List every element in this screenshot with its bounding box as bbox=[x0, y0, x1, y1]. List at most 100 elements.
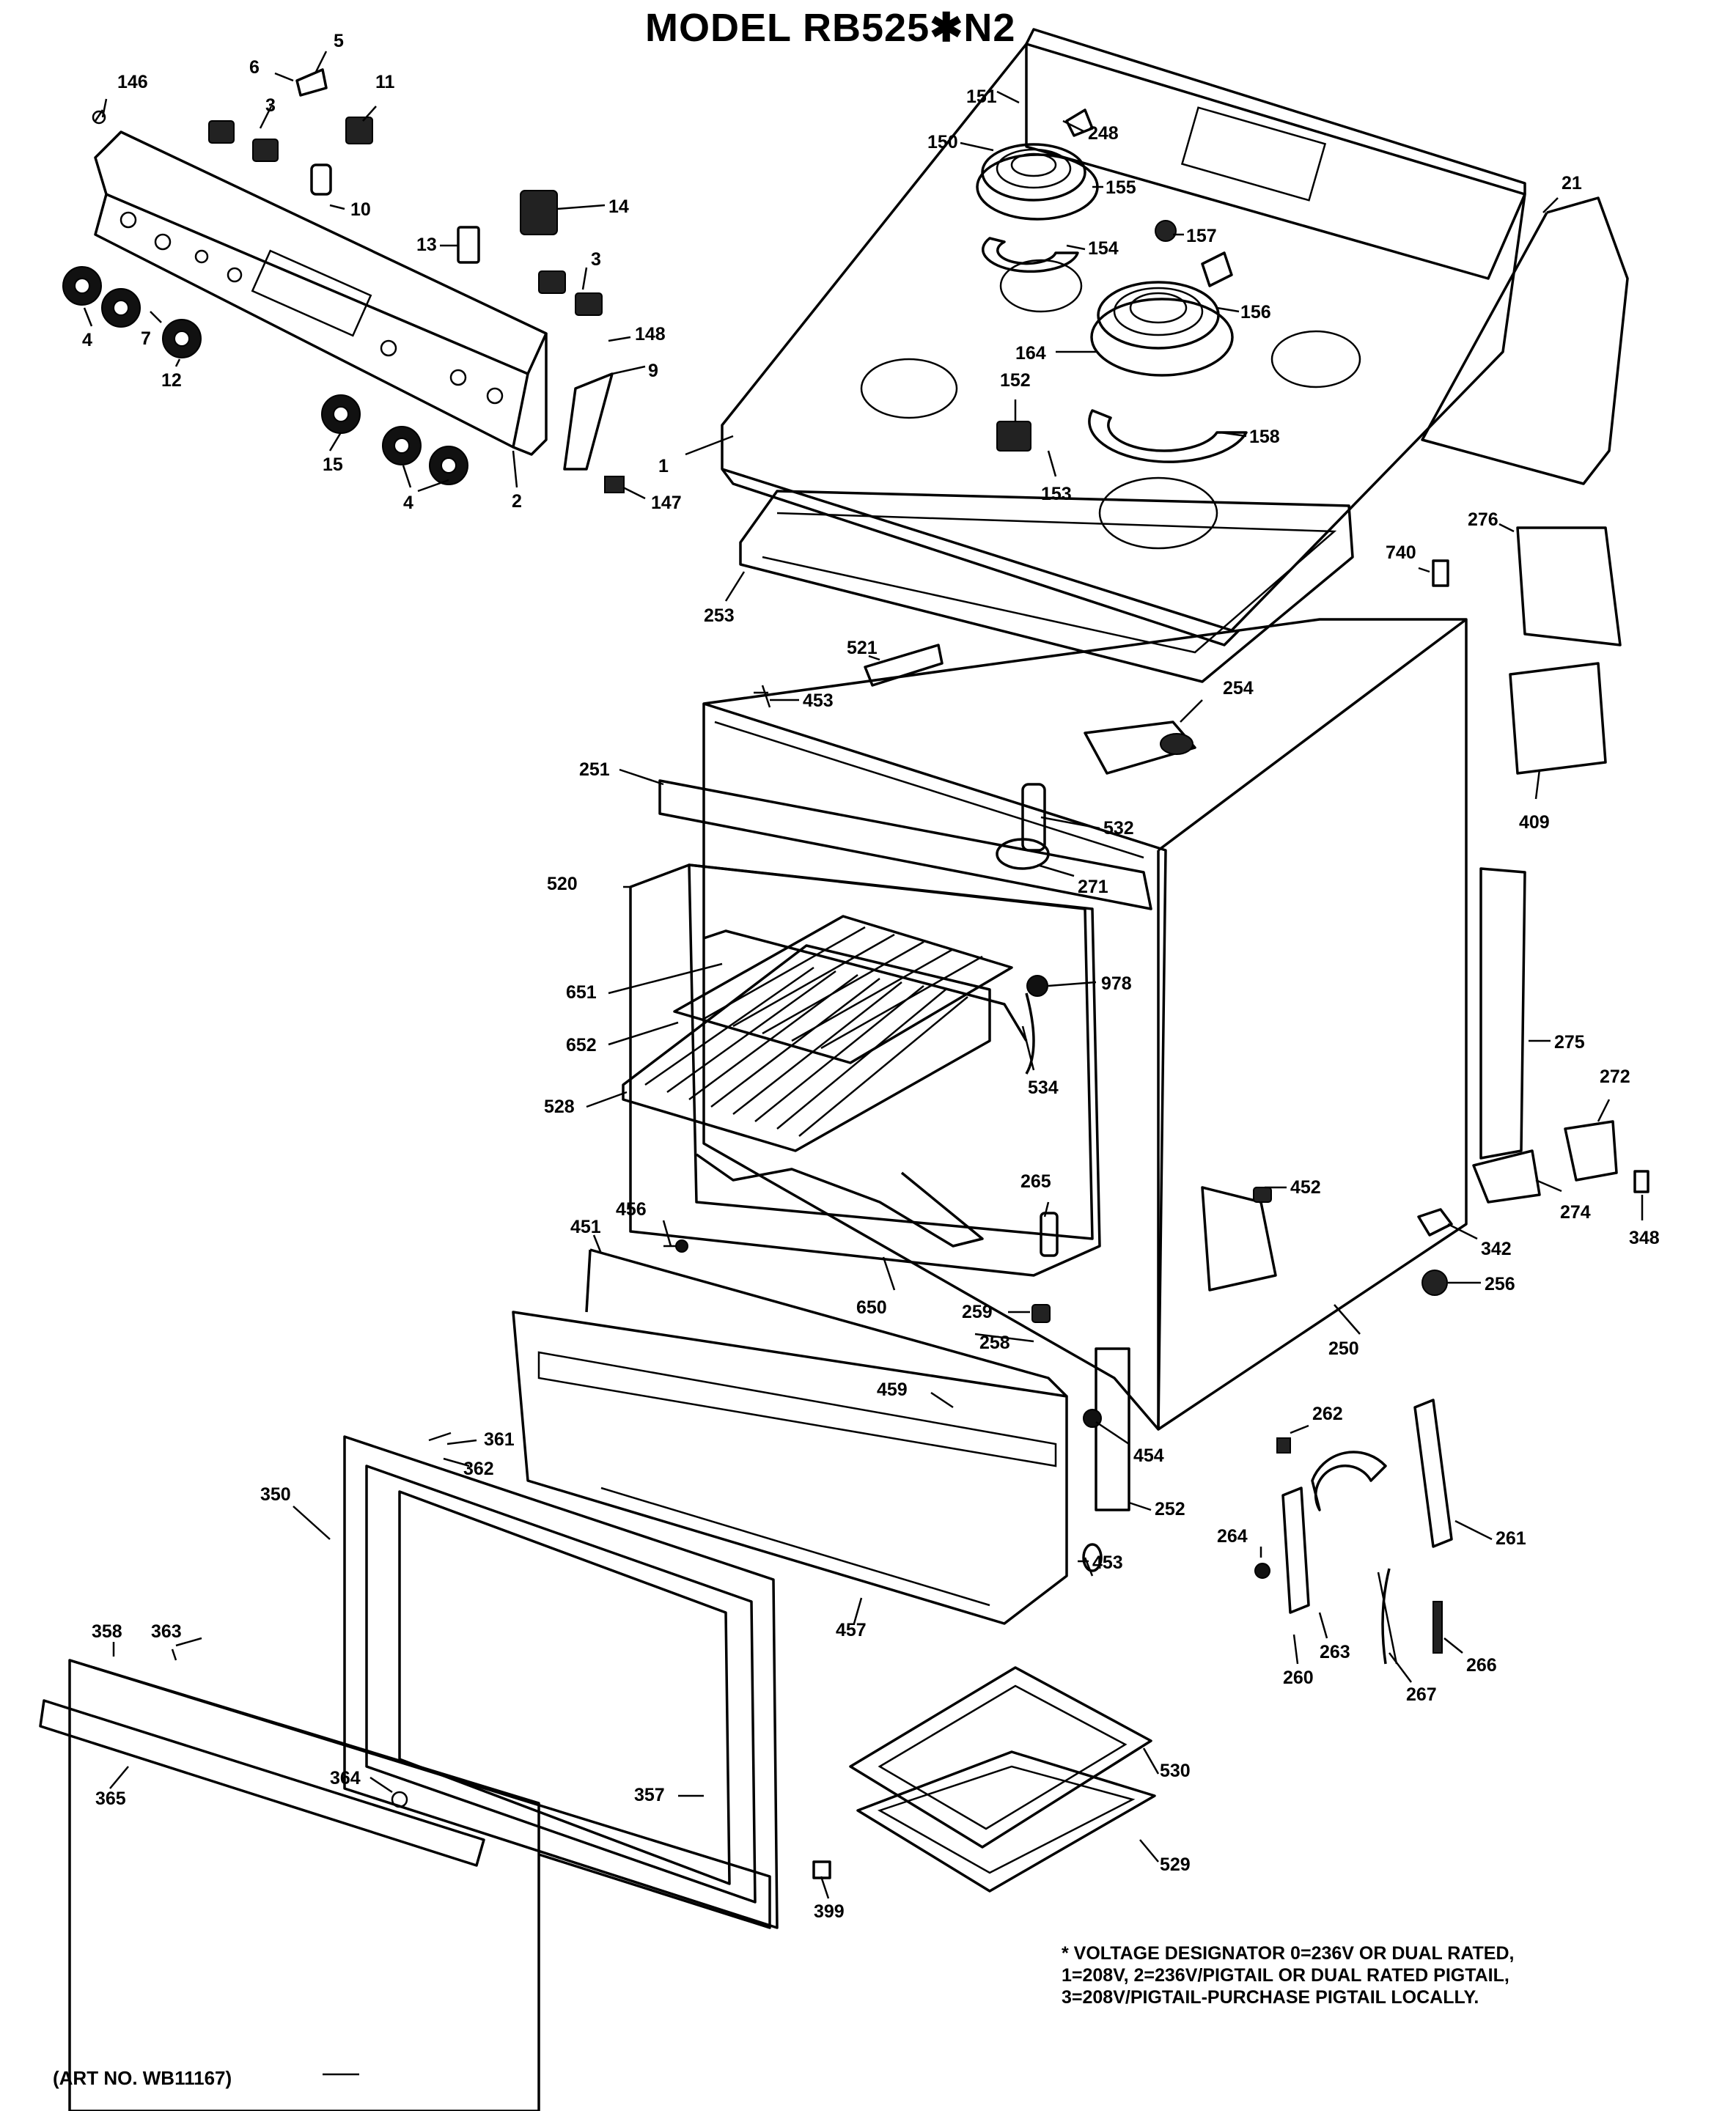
callout-740: 740 bbox=[1386, 542, 1416, 563]
callout-521: 521 bbox=[847, 638, 878, 658]
callout-456: 456 bbox=[616, 1199, 647, 1220]
callout-4-left: 4 bbox=[82, 330, 92, 350]
callout-365: 365 bbox=[95, 1788, 126, 1809]
callout-271: 271 bbox=[1078, 877, 1108, 897]
note-line-2: 1=208V, 2=236V/PIGTAIL OR DUAL RATED PIG… bbox=[1062, 1965, 1509, 1986]
callout-157: 157 bbox=[1186, 226, 1217, 246]
callout-275: 275 bbox=[1554, 1032, 1585, 1053]
callout-342: 342 bbox=[1481, 1239, 1512, 1259]
callout-14: 14 bbox=[608, 196, 629, 217]
callout-156: 156 bbox=[1240, 302, 1271, 323]
callout-248: 248 bbox=[1088, 123, 1119, 144]
callout-1: 1 bbox=[658, 456, 669, 476]
callout-11: 11 bbox=[375, 72, 395, 92]
callout-150: 150 bbox=[927, 132, 958, 152]
callout-529: 529 bbox=[1160, 1854, 1191, 1875]
oven-liner-drawing bbox=[629, 779, 1152, 1277]
callout-459: 459 bbox=[877, 1379, 908, 1400]
callout-5: 5 bbox=[334, 31, 344, 51]
note-line-1: * VOLTAGE DESIGNATOR 0=236V OR DUAL RATE… bbox=[1062, 1943, 1515, 1964]
art-number: (ART NO. WB11167) bbox=[53, 2067, 232, 2089]
callout-457: 457 bbox=[836, 1620, 867, 1640]
callout-652: 652 bbox=[566, 1035, 597, 1056]
callout-358: 358 bbox=[92, 1621, 122, 1642]
switches-drawing bbox=[92, 68, 625, 493]
door-liner-drawing bbox=[585, 1248, 1068, 1398]
callout-152: 152 bbox=[1000, 370, 1031, 391]
broiler-pan-drawing bbox=[849, 1666, 1156, 1893]
callout-147: 147 bbox=[651, 493, 682, 513]
callout-362: 362 bbox=[463, 1459, 494, 1479]
callout-276: 276 bbox=[1468, 509, 1498, 530]
callout-451: 451 bbox=[570, 1217, 601, 1237]
callout-978: 978 bbox=[1101, 973, 1132, 994]
callout-15: 15 bbox=[323, 454, 343, 475]
callout-146: 146 bbox=[117, 72, 148, 92]
callout-253: 253 bbox=[704, 605, 735, 626]
callout-520: 520 bbox=[547, 874, 578, 894]
right-side-parts-drawing bbox=[1417, 526, 1649, 1296]
callout-164: 164 bbox=[1015, 343, 1046, 364]
control-panel-drawing bbox=[94, 130, 548, 456]
callout-2: 2 bbox=[512, 491, 522, 512]
door-hinges-drawing bbox=[1254, 1399, 1453, 1665]
callout-154: 154 bbox=[1088, 238, 1119, 259]
callout-155: 155 bbox=[1106, 177, 1136, 198]
callout-267: 267 bbox=[1406, 1684, 1437, 1705]
callout-532: 532 bbox=[1103, 818, 1134, 839]
callout-363: 363 bbox=[151, 1621, 182, 1642]
callout-258: 258 bbox=[979, 1333, 1010, 1353]
callout-530: 530 bbox=[1160, 1761, 1191, 1781]
callout-274: 274 bbox=[1560, 1202, 1591, 1223]
oven-misc-parts-drawing bbox=[175, 644, 1277, 1879]
cooktop-drawing bbox=[721, 28, 1526, 646]
callout-348: 348 bbox=[1629, 1228, 1660, 1248]
callout-263: 263 bbox=[1320, 1642, 1350, 1662]
callout-256: 256 bbox=[1485, 1274, 1515, 1294]
note-line-3: 3=208V/PIGTAIL-PURCHASE PIGTAIL LOCALLY. bbox=[1062, 1987, 1479, 2008]
drip-tray-drawing bbox=[739, 490, 1354, 683]
callout-251: 251 bbox=[579, 759, 610, 780]
callout-252: 252 bbox=[1155, 1499, 1185, 1519]
door-inner-panel-drawing bbox=[512, 1311, 1068, 1625]
callout-3-right: 3 bbox=[591, 249, 601, 270]
model-title: MODEL RB525✱N2 bbox=[645, 6, 1016, 50]
callout-265: 265 bbox=[1020, 1171, 1051, 1192]
callout-262: 262 bbox=[1312, 1404, 1343, 1424]
callout-10: 10 bbox=[350, 199, 371, 220]
outer-door-drawing bbox=[39, 1659, 771, 2111]
callout-12: 12 bbox=[161, 370, 182, 391]
callout-261: 261 bbox=[1496, 1528, 1526, 1549]
oven-racks-drawing bbox=[622, 915, 1028, 1248]
callout-259: 259 bbox=[962, 1302, 993, 1322]
callout-13: 13 bbox=[416, 235, 437, 255]
callout-357: 357 bbox=[634, 1785, 665, 1805]
surface-units-drawing bbox=[976, 108, 1248, 463]
callout-453-top: 453 bbox=[803, 690, 834, 711]
callout-454: 454 bbox=[1133, 1445, 1164, 1466]
callout-650: 650 bbox=[856, 1297, 887, 1318]
callout-399: 399 bbox=[814, 1901, 845, 1922]
callout-9: 9 bbox=[648, 361, 658, 381]
callout-350: 350 bbox=[260, 1484, 291, 1505]
callout-4-right: 4 bbox=[403, 493, 413, 513]
rear-panel-drawing bbox=[1421, 196, 1629, 485]
callout-651: 651 bbox=[566, 982, 597, 1003]
callout-260: 260 bbox=[1283, 1668, 1314, 1688]
control-knobs-drawing bbox=[62, 266, 468, 485]
callout-364: 364 bbox=[330, 1768, 361, 1788]
callout-361: 361 bbox=[484, 1429, 515, 1450]
callout-158: 158 bbox=[1249, 427, 1280, 447]
callout-453-bottom: 453 bbox=[1092, 1552, 1123, 1573]
callout-148: 148 bbox=[635, 324, 666, 345]
callout-21: 21 bbox=[1562, 173, 1582, 194]
callout-7: 7 bbox=[141, 328, 151, 349]
callout-250: 250 bbox=[1328, 1338, 1359, 1359]
callout-528: 528 bbox=[544, 1097, 575, 1117]
callout-151: 151 bbox=[966, 86, 997, 107]
callout-3-left: 3 bbox=[265, 95, 276, 116]
callout-264: 264 bbox=[1217, 1526, 1248, 1547]
callout-153: 153 bbox=[1041, 484, 1072, 504]
